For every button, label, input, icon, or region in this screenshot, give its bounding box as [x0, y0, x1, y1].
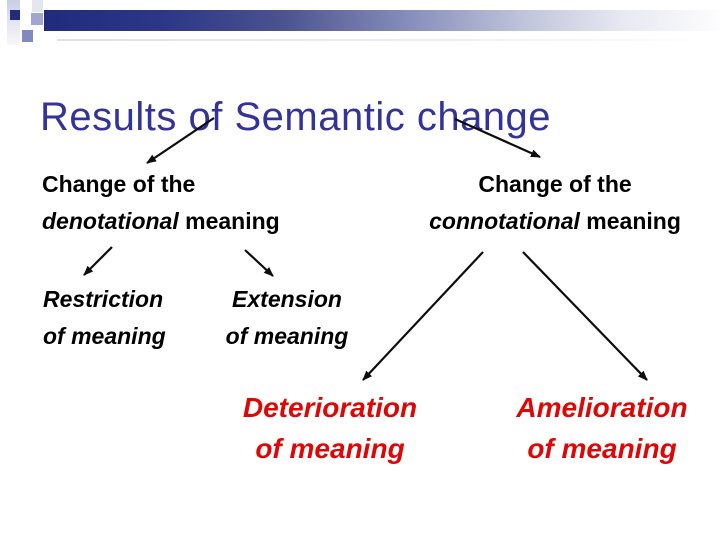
slide-title: Results of Semantic change: [40, 94, 552, 139]
node-connotational-line1: Change of the: [478, 171, 632, 197]
node-extension-line2: of meaning: [225, 323, 349, 349]
node-denotational-meaning: Change of the denotational meaning: [42, 166, 280, 240]
node-amelioration-line1: Amelioration: [516, 392, 688, 423]
deco-square-light: [32, 0, 43, 12]
node-denotational-rest: meaning: [178, 208, 280, 234]
deco-square-purple: [22, 30, 33, 42]
node-deterioration-line2: of meaning: [255, 433, 405, 464]
node-restriction-line1: Restriction: [43, 286, 164, 312]
edge-denotational-restriction: [83, 246, 113, 276]
header-thin-line: [57, 39, 710, 41]
node-connotational-line2: connotational meaning: [405, 203, 705, 240]
node-extension: Extension of meaning: [218, 281, 356, 355]
deco-vertical-bar: [7, 0, 20, 45]
node-denotational-line1: Change of the: [42, 171, 196, 197]
node-denotational-line2: denotational meaning: [42, 203, 280, 240]
node-connotational-meaning: Change of the connotational meaning: [405, 166, 705, 240]
node-deterioration-line1: Deterioration: [242, 392, 418, 423]
edge-connotational-amelioration: [522, 251, 648, 381]
node-denotational-italic-word: denotational: [42, 208, 179, 234]
node-restriction: Restriction of meaning: [43, 281, 166, 355]
node-deterioration: Deterioration of meaning: [237, 387, 423, 469]
deco-square-navy: [10, 10, 20, 20]
node-amelioration: Amelioration of meaning: [509, 387, 695, 469]
node-amelioration-line2: of meaning: [527, 433, 677, 464]
edge-denotational-extension: [244, 249, 274, 277]
node-connotational-italic-word: connotational: [429, 208, 580, 234]
node-restriction-line2: of meaning: [43, 323, 166, 349]
deco-square-lavender: [31, 13, 43, 25]
node-extension-line1: Extension: [232, 286, 342, 312]
edge-connotational-deterioration: [362, 251, 484, 381]
header-gradient-bar: [44, 10, 720, 31]
node-connotational-rest: meaning: [579, 208, 681, 234]
